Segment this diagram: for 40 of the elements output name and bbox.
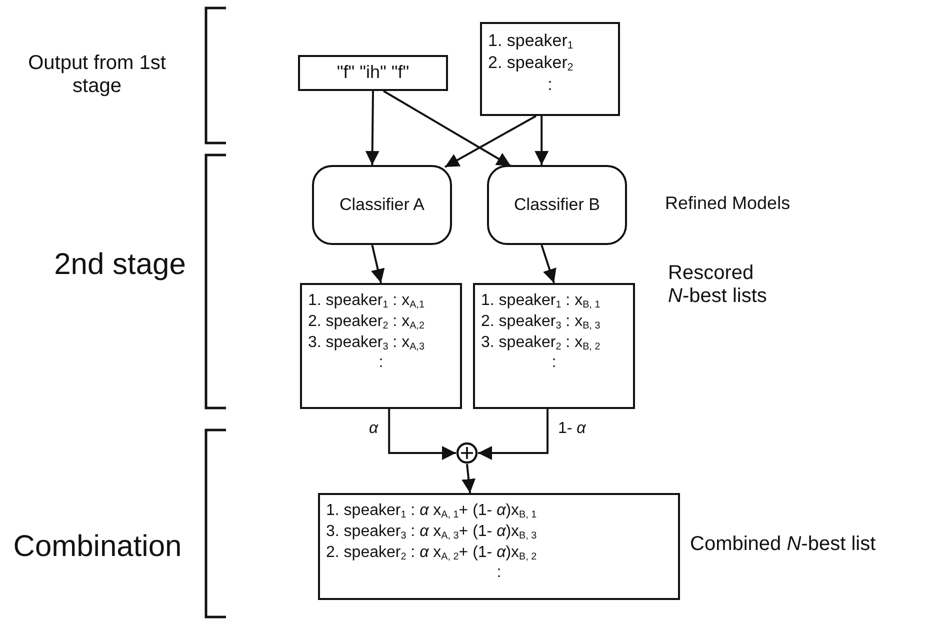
arrow xyxy=(371,244,385,284)
node-text: 2. speaker$_{2}$ xyxy=(488,52,574,74)
arrow xyxy=(540,244,556,284)
arrow xyxy=(444,115,536,168)
stage-label: Output from 1st stage xyxy=(27,52,167,98)
list-box xyxy=(318,493,680,600)
annotation: Combined N-best list xyxy=(690,533,876,556)
list-box xyxy=(298,55,448,91)
arrow xyxy=(365,90,380,166)
annotation: Refined Models xyxy=(665,193,790,214)
node-text: 1. speaker$_{1}$ xyxy=(488,30,574,52)
node-text: 2. speaker$_{3}$ : x$_{B, 3}$ xyxy=(481,312,600,333)
node-text: : xyxy=(378,353,384,374)
annotation: Rescored N-best lists xyxy=(668,262,768,308)
node-text: 2. speaker$_{2}$ : x$_{A,2}$ xyxy=(308,312,424,333)
node-text: 1. speaker$_{1}$ : x$_{A,1}$ xyxy=(308,291,424,312)
node-text: 1. speaker$_{1}$ : x$_{B, 1}$ xyxy=(481,291,600,312)
node-text: Classifier A xyxy=(339,194,425,216)
stage-label: 2nd stage xyxy=(53,248,187,282)
classifier-box xyxy=(487,165,627,245)
node-text: : xyxy=(496,563,502,584)
arrow xyxy=(388,409,456,460)
list-box xyxy=(480,22,620,116)
node-text: : xyxy=(548,74,552,96)
node-text: 3. speaker$_{3}$ : x$_{A,3}$ xyxy=(308,332,424,354)
list-box xyxy=(300,283,462,409)
list-box xyxy=(473,283,635,409)
classifier-box xyxy=(312,165,452,245)
node-text: 3. speaker$_{2}$ : x$_{B, 2}$ xyxy=(481,332,600,354)
node-text: "f" "ih" "f" xyxy=(336,61,410,84)
arrow xyxy=(478,409,549,460)
node-text: 1. speaker$_{1}$ : α x$_{A, 1}$+ (1- α)x$_{B, 1}$ xyxy=(326,501,537,522)
stage-label: Combination xyxy=(12,530,183,564)
node-text: Classifier B xyxy=(514,194,600,216)
arrow xyxy=(462,464,476,494)
arrow xyxy=(534,116,549,165)
arrow xyxy=(383,90,512,167)
node-text: : xyxy=(552,353,556,374)
node-text: 3. speaker$_{3}$ : α x$_{A, 3}$+ (1- α)x$_{B, 3}$ xyxy=(326,522,537,543)
node-text: 2. speaker$_{2}$ : α x$_{A, 2}$+ (1- α)x$_{B, 2}$ xyxy=(326,542,537,564)
